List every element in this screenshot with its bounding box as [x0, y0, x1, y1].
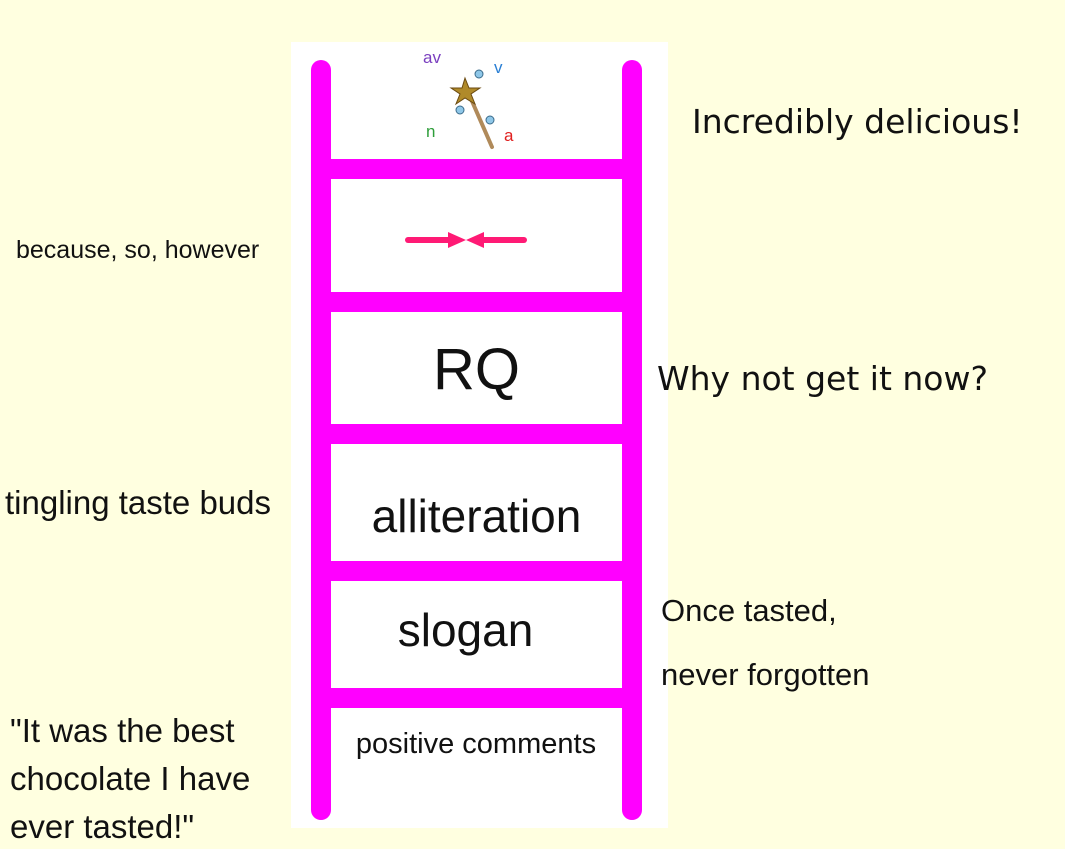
converging-arrows-icon — [404, 228, 528, 252]
step-label-positive-comments: positive comments — [355, 728, 597, 760]
ladder-rung — [311, 292, 642, 312]
step-label-alliteration: alliteration — [371, 490, 582, 542]
note-quote-line3: ever tasted!" — [10, 808, 195, 845]
note-quote-line1: "It was the best — [10, 712, 235, 749]
wand-letter-av: av — [423, 48, 441, 67]
ladder-rung — [311, 561, 642, 581]
note-quote-line2: chocolate I have — [10, 760, 251, 797]
wand-letter-a: a — [504, 126, 514, 145]
wand-letter-n: n — [426, 122, 436, 141]
note-slogan-line2: never forgotten — [661, 657, 870, 692]
note-connectives: because, so, however — [16, 236, 260, 264]
step-label-slogan: slogan — [397, 604, 534, 656]
ladder-rung — [311, 159, 642, 179]
note-rq-example: Why not get it now? — [657, 359, 988, 398]
step-label-rq: RQ — [433, 337, 520, 402]
magic-wand-icon: av v n a — [420, 48, 530, 152]
note-top-example: Incredibly delicious! — [692, 102, 1023, 141]
ladder-rung — [311, 688, 642, 708]
wand-letter-v: v — [494, 58, 503, 77]
ladder-rung — [311, 424, 642, 444]
note-slogan-line1: Once tasted, — [661, 593, 837, 628]
note-alliteration-example: tingling taste buds — [5, 484, 272, 521]
